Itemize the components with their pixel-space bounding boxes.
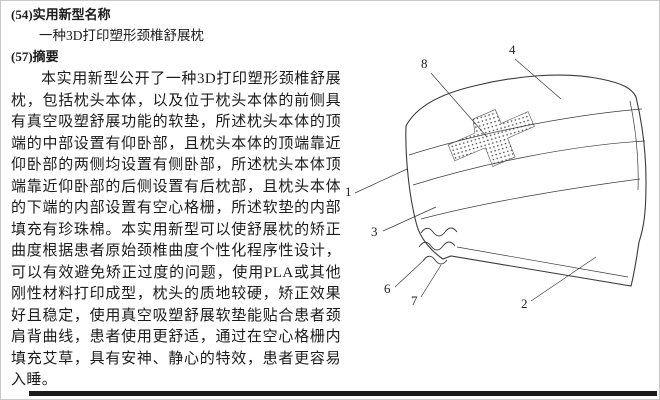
soft-pad-waves	[418, 227, 458, 265]
pillow-drawing	[354, 58, 647, 302]
field-57-label: (57)摘要	[11, 49, 59, 64]
bottom-rule	[29, 391, 657, 396]
figure-ref-3: 3	[371, 224, 378, 239]
leader-lines	[354, 58, 597, 302]
molded-head-region	[447, 109, 535, 167]
field-54-label: (54)实用新型名称	[11, 7, 111, 22]
invention-title: 一种3D打印塑形颈椎舒展枕	[39, 28, 204, 43]
pillow-body-outline	[405, 74, 647, 287]
bibliographic-text: (54)实用新型名称 一种3D打印塑形颈椎舒展枕 (57)摘要 本实用新型公开了…	[11, 6, 341, 392]
figure-ref-8: 8	[421, 56, 428, 71]
abstract-text: 本实用新型公开了一种3D打印塑形颈椎舒展枕，包括枕头本体，以及位于枕头本体的前侧…	[11, 71, 341, 388]
figure-ref-7: 7	[411, 293, 418, 308]
figure-ref-1: 1	[345, 184, 352, 199]
figure-ref-2: 2	[521, 296, 528, 311]
figure-ref-6: 6	[384, 281, 391, 296]
figure-ref-4: 4	[509, 42, 516, 57]
patent-drawing: 8 4 1 3 6 7 2	[337, 35, 659, 321]
